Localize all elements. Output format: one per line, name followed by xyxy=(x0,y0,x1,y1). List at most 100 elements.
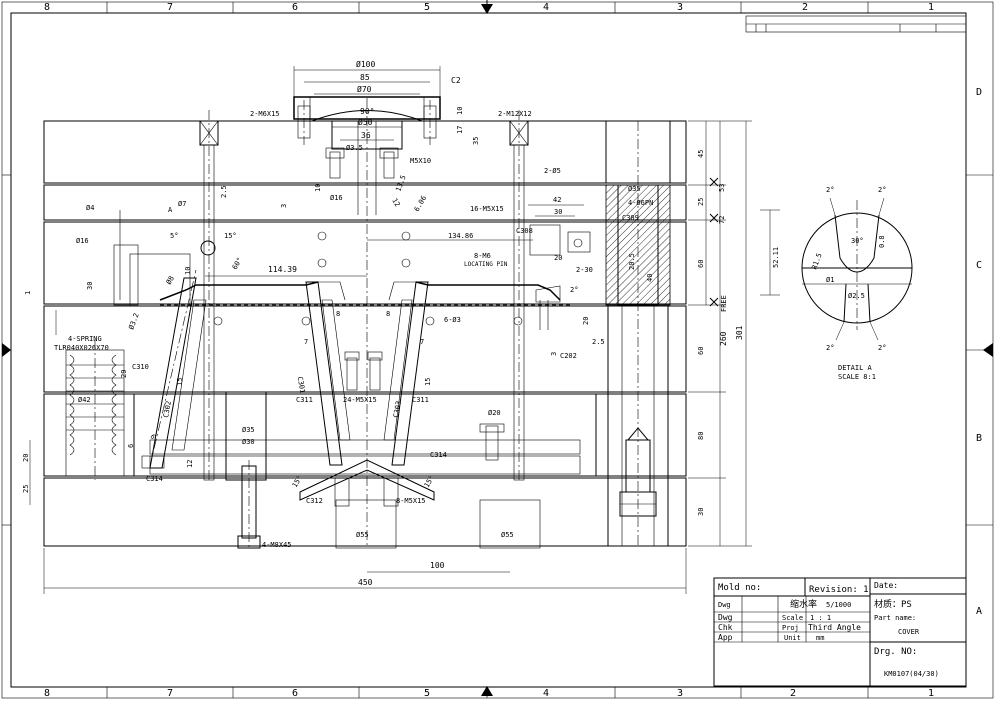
tb-row3-c1: Chk xyxy=(718,623,733,632)
label-m8x45: 4-M8X45 xyxy=(262,541,292,549)
zone-row-a: A xyxy=(976,606,982,617)
right-center-arrow xyxy=(983,343,993,357)
left-center-arrow xyxy=(2,343,11,357)
revision-table xyxy=(745,15,967,33)
dim-d30: Ø30 xyxy=(242,438,255,446)
zone-col-6-bottom: 6 xyxy=(292,688,298,699)
detail-d2-5: Ø2.5 xyxy=(848,292,865,300)
dim-29: 29 xyxy=(120,370,128,378)
dimension-lines xyxy=(29,66,780,594)
tb-row1-c3: 缩水率 xyxy=(790,598,817,610)
dim-15deg: 15° xyxy=(224,232,237,240)
tb-row3-c4: Third Angle xyxy=(808,623,861,632)
dim-3-left: 3 xyxy=(280,204,288,208)
dim-53: 53 xyxy=(718,184,726,192)
tb-row2-c4: 1 : 1 xyxy=(810,614,831,622)
dim-40-right: 40 xyxy=(646,274,654,282)
dim-42: 42 xyxy=(553,196,561,204)
label-spring-spec: TLR040X026X70 xyxy=(54,344,109,352)
zone-col-6-top: 6 xyxy=(292,2,298,13)
label-c301: C301 xyxy=(296,376,307,394)
label-detail-a-callout: A xyxy=(168,206,173,214)
detail-d1: Ø1 xyxy=(826,276,834,284)
mold-assembly xyxy=(43,96,687,550)
label-c310: C310 xyxy=(132,363,149,371)
label-free: FREE xyxy=(720,295,728,312)
zone-row-b: B xyxy=(976,433,982,444)
detail-a-view xyxy=(801,197,913,341)
a-plate xyxy=(43,221,687,305)
locating-holes xyxy=(200,231,583,326)
top-center-arrow xyxy=(481,4,493,14)
dim-60-upper: 60 xyxy=(697,260,705,268)
dim-2-d5: 2-Ø5 xyxy=(544,167,561,175)
zone-row-d: D xyxy=(976,87,982,98)
dim-2-5-right: 2.5 xyxy=(592,338,605,346)
dim-15-right: 15 xyxy=(424,378,432,386)
dim-30-top: 30 xyxy=(554,208,562,216)
dim-12-left: 12 xyxy=(186,460,194,468)
label-m5x15-8: 8-M5X15 xyxy=(396,497,426,505)
drg-no-value: KM0107(04/30) xyxy=(884,670,939,678)
dim-d8: Ø8 xyxy=(165,275,176,286)
dim-d100: Ø100 xyxy=(356,59,375,69)
dim-2-5-left: 2.5 xyxy=(220,185,228,198)
dim-260: 260 xyxy=(719,331,728,346)
dim-60-lower: 60 xyxy=(697,347,705,355)
dim-6-06: 6.06 xyxy=(413,194,428,213)
label-c312: C312 xyxy=(306,497,323,505)
dim-80: 80 xyxy=(697,432,705,440)
label-m5x10: M5X10 xyxy=(410,157,431,165)
label-m5x15-24: 24-M5X15 xyxy=(343,396,377,404)
label-m12x12: 2-M12X12 xyxy=(498,110,532,118)
detail-2deg-d: 2° xyxy=(878,344,886,352)
dim-72: 72 xyxy=(718,216,726,224)
dim-52-11: 52.11 xyxy=(772,247,780,268)
material-label: 材质：PS xyxy=(874,598,912,610)
zone-labels: 8 7 6 5 4 3 2 1 8 7 6 5 4 3 2 1 D C B A xyxy=(44,2,982,699)
dim-8-right: 8 xyxy=(386,310,390,318)
label-locating-pin: LOCATING PIN xyxy=(464,261,508,268)
tb-row3-c3: Proj xyxy=(782,624,799,632)
zone-row-c: C xyxy=(976,260,982,271)
zone-col-7-bottom: 7 xyxy=(167,688,173,699)
dim-114-39: 114.39 xyxy=(268,265,297,274)
detail-2deg-c: 2° xyxy=(826,344,834,352)
detail-30deg: 30° xyxy=(851,237,864,245)
revision-label: Revision: 1 xyxy=(809,585,869,595)
dim-36: 36 xyxy=(361,131,371,140)
dim-d35-left: Ø35 xyxy=(242,426,255,434)
tb-row2-c3: Scale xyxy=(782,614,803,622)
label-c302: C302 xyxy=(162,400,173,418)
label-c303: C303 xyxy=(392,400,403,418)
dim-20-right: 20 xyxy=(554,254,562,262)
label-m6x15: 2-M6X15 xyxy=(250,110,280,118)
dim-2-30: 2-30 xyxy=(576,266,593,274)
title-block-text: Mold no: Revision: 1 Date: Dwg 缩水率 5/100… xyxy=(718,581,939,678)
dim-5deg: 5° xyxy=(170,232,178,240)
zone-col-4-top: 4 xyxy=(543,2,549,13)
dim-15-left: 15 xyxy=(176,378,184,386)
dim-d16-left: Ø16 xyxy=(76,237,89,245)
dim-d4: Ø4 xyxy=(86,204,94,212)
tb-row4-c4: mm xyxy=(816,634,824,642)
dim-6b-left: 6 xyxy=(148,433,157,441)
zone-col-8-top: 8 xyxy=(44,2,50,13)
label-c311-right: C311 xyxy=(412,396,429,404)
dim-2deg-right: 2° xyxy=(570,286,578,294)
dim-20-bottom-left: 20 xyxy=(22,454,30,462)
dim-10-left: 10 xyxy=(184,267,192,275)
label-c314-left: C314 xyxy=(146,475,163,483)
zone-col-5-top: 5 xyxy=(424,2,430,13)
dim-20-lower: 20 xyxy=(582,317,590,325)
dim-d70: Ø70 xyxy=(357,84,372,94)
dim-60deg: 60° xyxy=(231,256,244,271)
label-c309: C309 xyxy=(622,214,639,222)
b-plate xyxy=(43,305,687,393)
detail-title: DETAIL A xyxy=(838,364,873,372)
ejector-zone xyxy=(43,393,687,477)
dim-45: 45 xyxy=(697,150,705,158)
tb-row2-c1: Dwg xyxy=(718,613,733,622)
